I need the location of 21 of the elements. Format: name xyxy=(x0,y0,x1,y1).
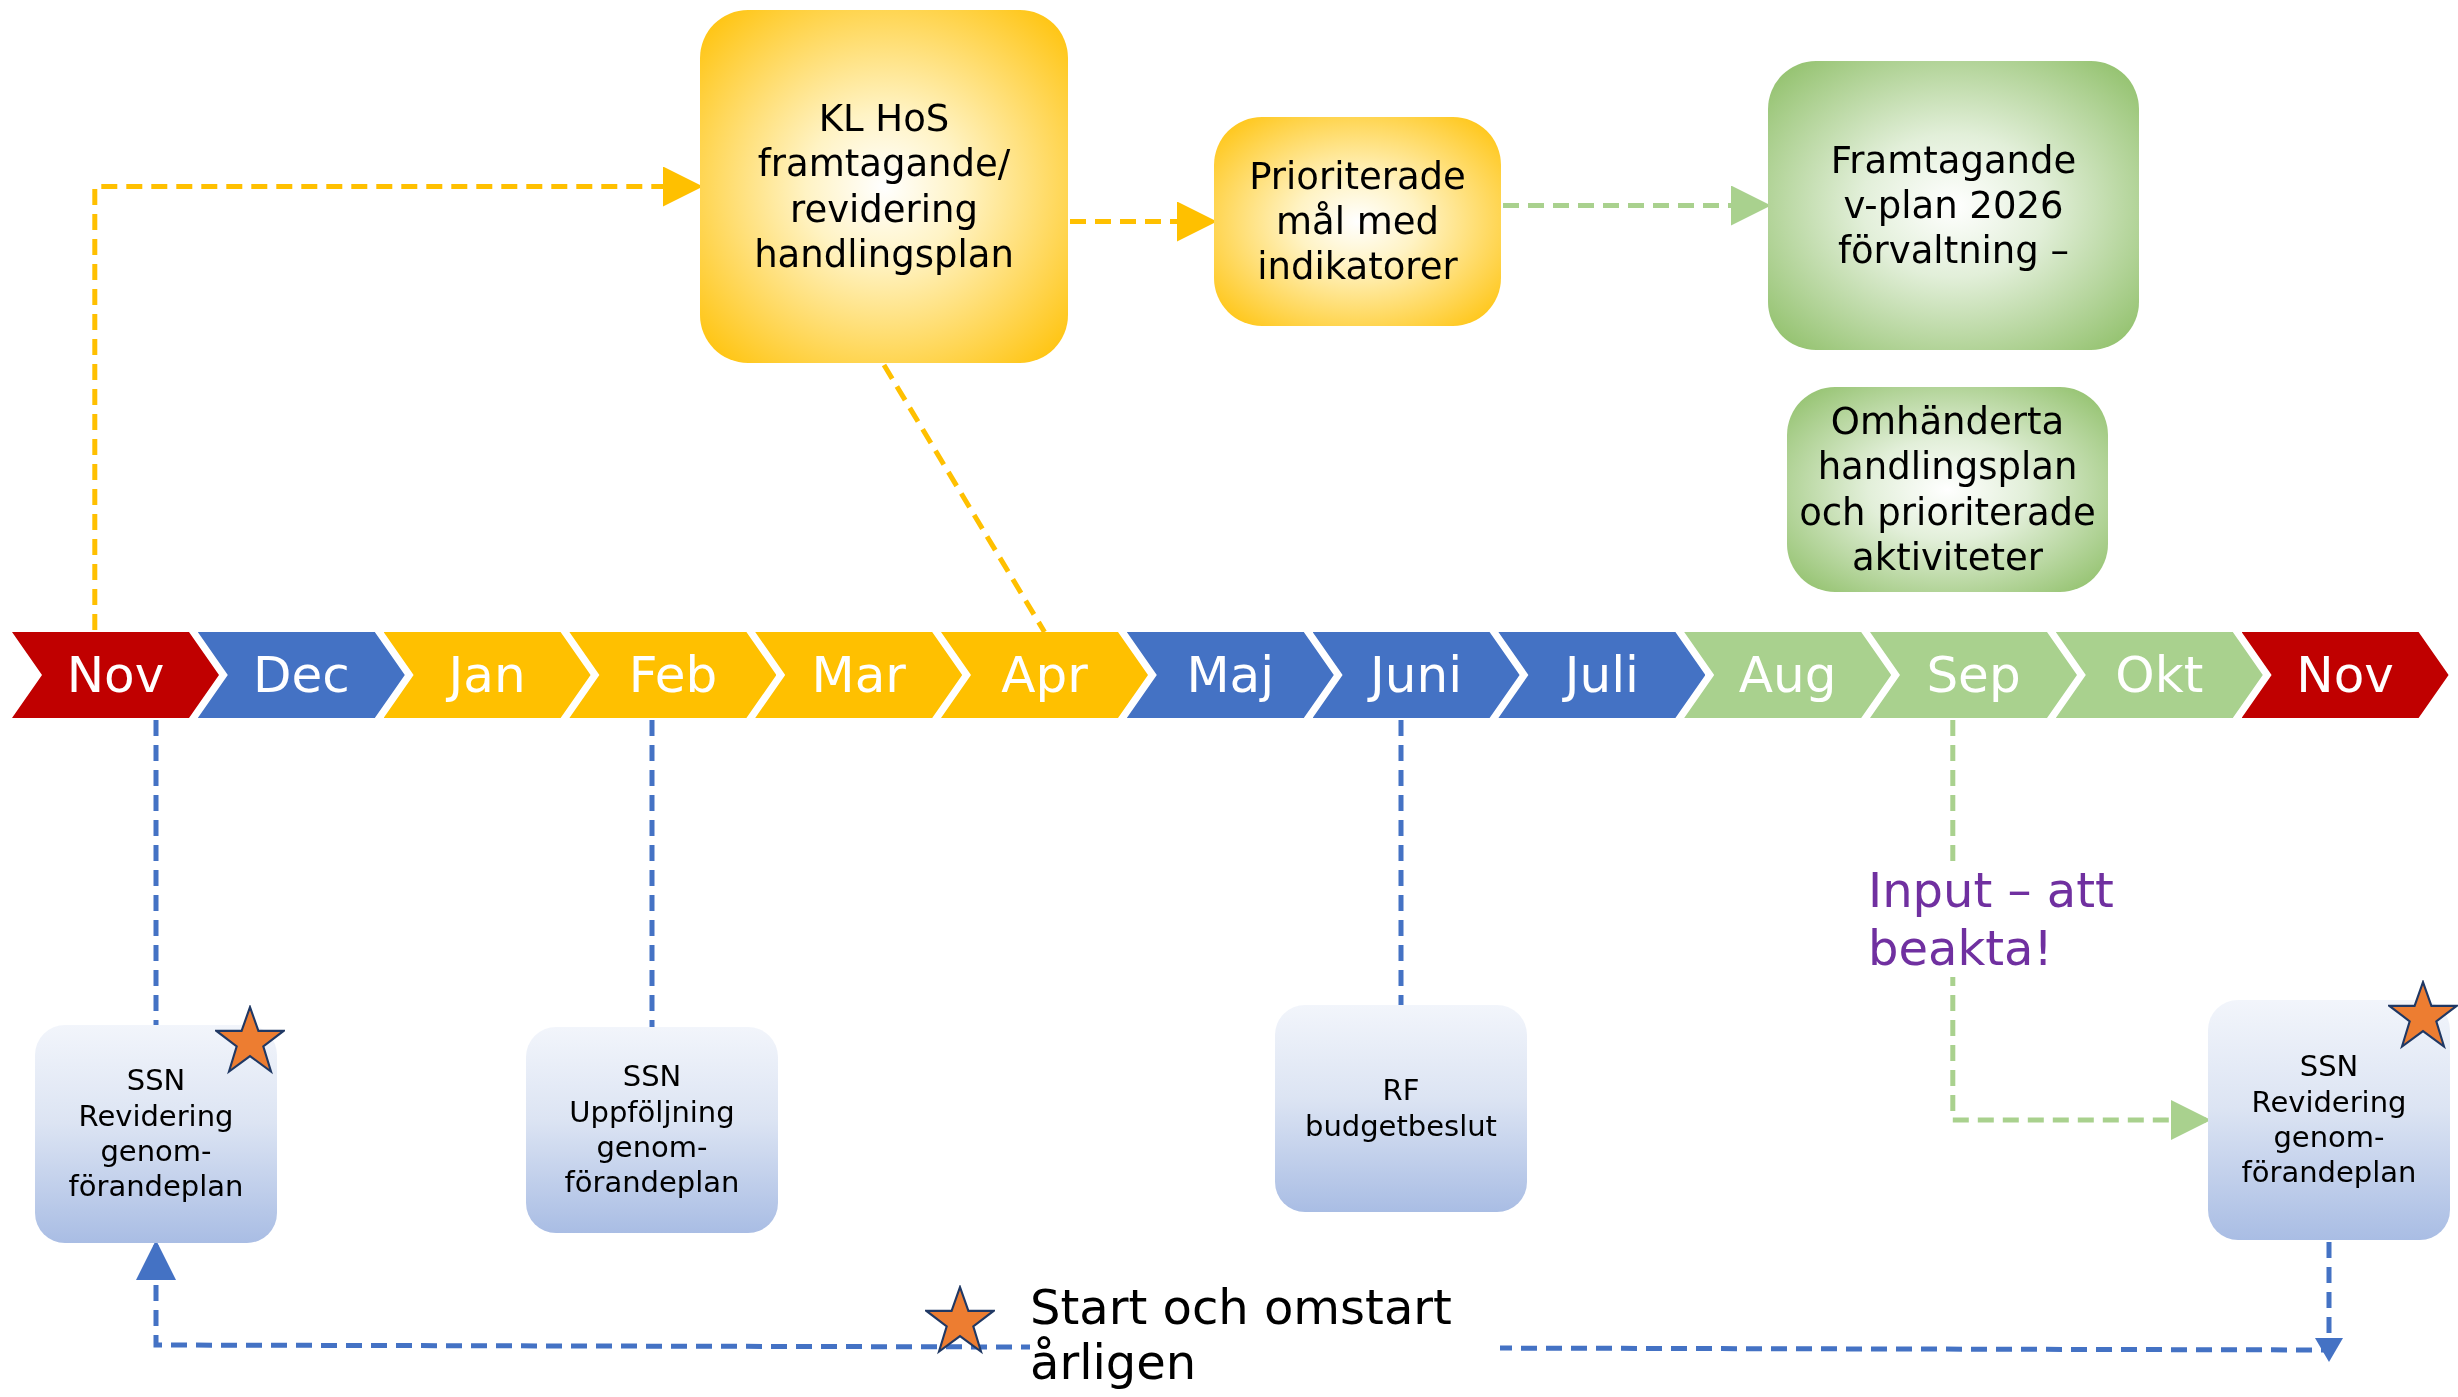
timeline-segment: Nov xyxy=(2241,632,2449,718)
timeline-segment: Okt xyxy=(2055,632,2263,718)
event-box: SSN Revidering genom-förandeplan xyxy=(35,1025,277,1243)
timeline-segment: Mar xyxy=(755,632,963,718)
timeline-segment: Maj xyxy=(1126,632,1334,718)
timeline-segment: Juli xyxy=(1498,632,1706,718)
event-box: RF budgetbeslut xyxy=(1275,1005,1527,1212)
timeline-segment: Dec xyxy=(197,632,405,718)
process-box: Prioriterade mål med indikatorer xyxy=(1214,117,1501,326)
timeline-segment: Juni xyxy=(1312,632,1520,718)
event-box: SSN Uppföljning genom-förandeplan xyxy=(526,1027,778,1233)
process-box: Omhänderta handlingsplan och prioriterade aktiviteter xyxy=(1787,387,2108,592)
timeline-segment: Sep xyxy=(1870,632,2077,718)
timeline-segment: Feb xyxy=(569,632,777,718)
timeline-segment: Apr xyxy=(941,632,1148,718)
event-box: SSN Revidering genom-förandeplan xyxy=(2208,1000,2450,1240)
process-box: KL HoS framtagande/ revidering handlingsplan xyxy=(700,10,1068,363)
timeline-segment: Aug xyxy=(1684,632,1892,718)
timeline-segment: Jan xyxy=(383,632,591,718)
timeline-segment: Nov xyxy=(12,632,219,718)
process-box: Framtagande v-plan 2026 förvaltning – xyxy=(1768,61,2139,350)
